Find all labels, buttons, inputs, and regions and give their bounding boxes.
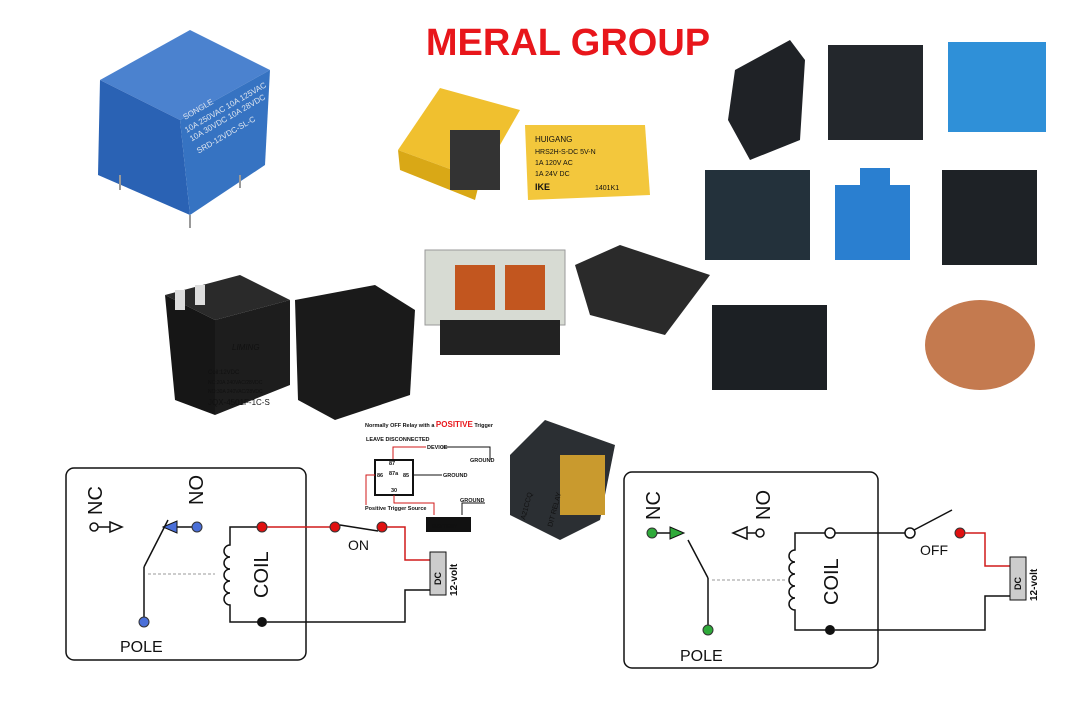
positive-trigger-diagram: Normally OFF Relay with a POSITIVE Trigg… [365,420,494,532]
dc-label: DC [1013,577,1023,590]
nc-label: NC [643,491,665,520]
huigang-relay-photo: HUIGANG HRS2H-S-DC 5V-N 1A 120V AC 1A 24… [398,88,650,200]
pin-87a: 87a [389,471,399,477]
brand-title: MERAL GROUP [426,22,710,64]
automotive-relays-photo [705,40,1046,390]
coil-label: COIL [251,551,273,598]
relay-on-diagram: NC NO POLE COIL ON DC 12-volt [65,467,460,661]
ground-label-2: GROUND [443,473,467,479]
liming-rating2: NO:30A 240VAC/28VDC [208,389,263,395]
liming-relay-photo: LIMING Coil:12VDC NC:20A 240VAC/28VDC NO… [165,275,415,420]
pin-85: 85 [403,473,409,479]
no-label: NO [753,490,775,520]
liming-coil: Coil:12VDC [208,370,240,376]
liming-brand: LIMING [232,343,260,352]
battery-label: BATTERY [432,524,458,530]
diagram-title: Normally OFF Relay with a POSITIVE Trigg… [365,420,494,429]
no-label: NO [186,475,208,505]
huigang-brand: HUIGANG [535,135,572,144]
switch-off-label: OFF [920,542,948,558]
dc-label: DC [433,572,443,585]
dit-relay-photo: A21CCQ DIT RELAY [510,420,615,540]
clear-relay-photo [424,245,710,355]
trigger-source-label: Positive Trigger Source [365,506,426,512]
huigang-model: HRS2H-S-DC 5V-N [535,149,596,156]
relay-off-diagram: NC NO POLE COIL OFF DC 12-volt [623,471,1040,669]
voltage-label: 12-volt [1029,568,1040,601]
pin-30: 30 [391,488,397,494]
voltage-label: 12-volt [449,563,460,596]
pole-label: POLE [120,639,163,656]
songle-relay-photo: SONGLE 10A 250VAC 10A 125VAC 10A 30VDC 1… [98,30,270,228]
ground-label-3: GROUND [460,498,484,504]
leave-disconnected-label: LEAVE DISCONNECTED [366,437,429,443]
pole-label: POLE [680,648,723,665]
nc-label: NC [85,486,107,515]
huigang-mark: IKE [535,182,550,192]
huigang-rating2: 1A 24V DC [535,171,570,178]
coil-label: COIL [821,558,843,605]
switch-on-label: ON [348,537,369,553]
huigang-rating1: 1A 120V AC [535,160,573,167]
liming-model: JQX-4501F-1C-S [208,398,270,407]
device-label: DEVICE [427,445,448,451]
pin-87: 87 [389,461,395,467]
pin-86: 86 [377,473,383,479]
liming-rating1: NC:20A 240VAC/28VDC [208,380,263,386]
huigang-code: 1401K1 [595,185,619,192]
ground-label-1: GROUND [470,458,494,464]
